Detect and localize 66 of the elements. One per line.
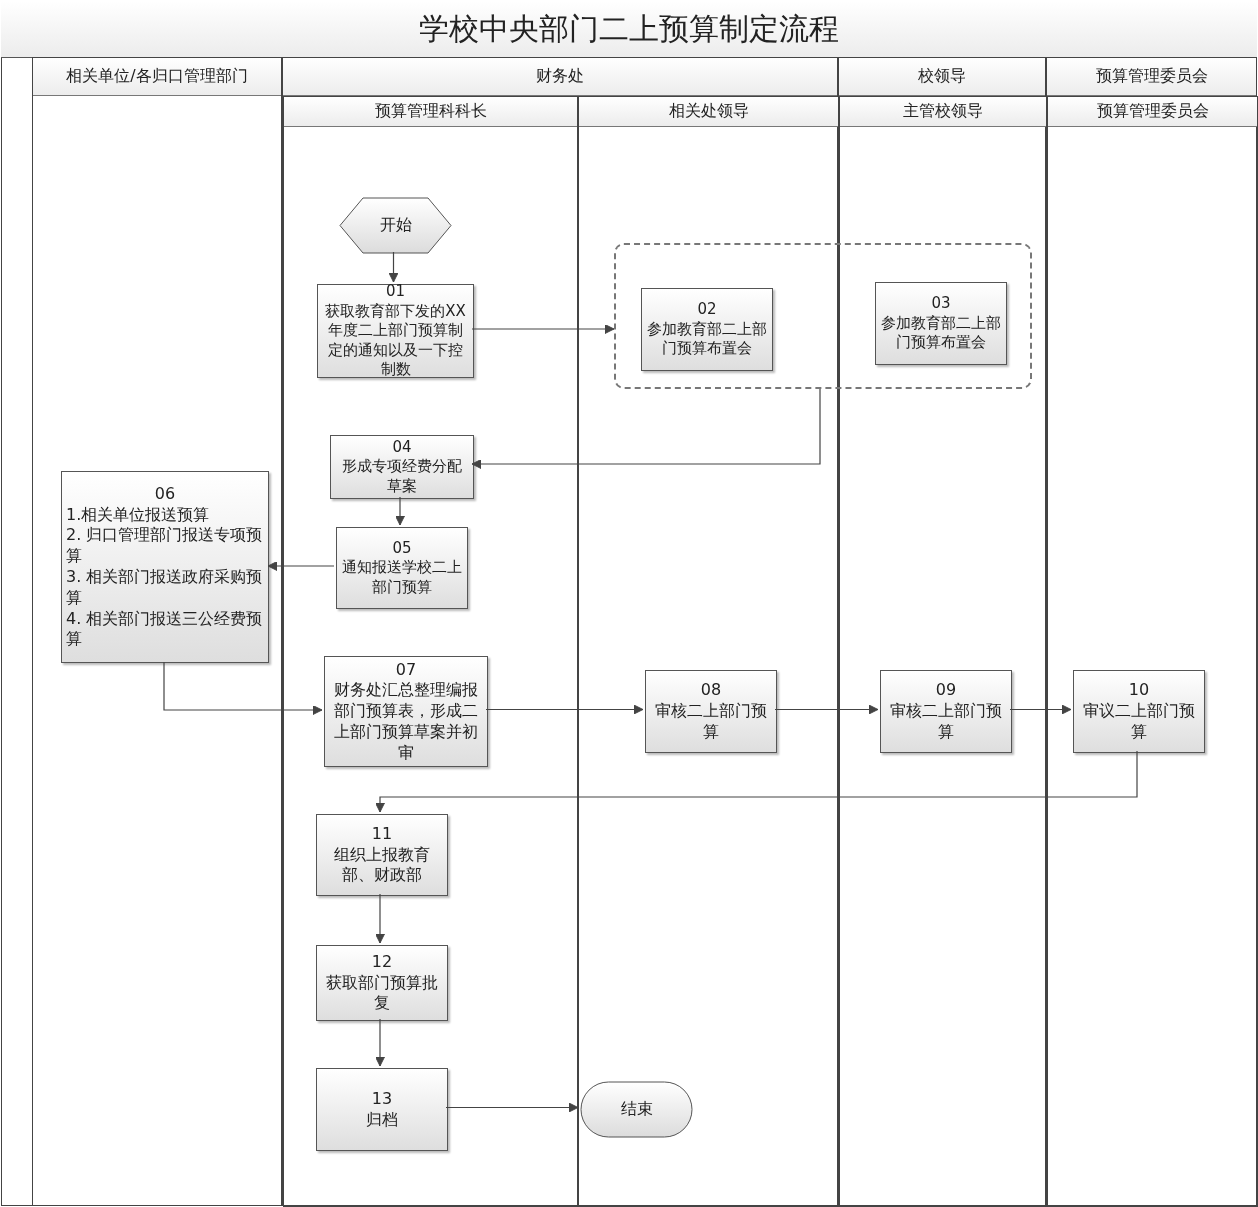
step-number: 02 xyxy=(697,300,717,320)
step-text: 审核二上部门预算 xyxy=(889,701,1003,743)
step-number: 01 xyxy=(385,282,406,302)
step-text: 参加教育部二上部门预算布置会 xyxy=(646,319,768,359)
step-text: 参加教育部二上部门预算布置会 xyxy=(880,313,1002,353)
list-item: 3. 相关部门报送政府采购预算 xyxy=(66,567,264,609)
step-text: 组织上报教育部、财政部 xyxy=(333,844,431,887)
step-text: 获取部门预算批复 xyxy=(325,972,439,1015)
step-number: 07 xyxy=(395,659,417,681)
arrow xyxy=(395,496,405,526)
step-number: 08 xyxy=(700,680,722,702)
process-box xyxy=(1073,670,1205,753)
arrow xyxy=(485,704,644,715)
process-box xyxy=(317,284,474,378)
sub-lane xyxy=(283,96,578,1207)
process-box xyxy=(336,527,468,609)
arrow xyxy=(375,1018,385,1067)
process-box xyxy=(880,670,1012,753)
terminal-label: 开始 xyxy=(379,215,412,236)
step-text: 审议二上部门预算 xyxy=(1082,701,1196,743)
arrow xyxy=(471,388,821,469)
step-number: 06 xyxy=(154,483,176,505)
process-box xyxy=(641,288,773,371)
lane-header: 预算管理委员会 xyxy=(1048,97,1257,127)
process-box xyxy=(324,656,488,767)
list-item: 2. 归口管理部门报送专项预算 xyxy=(66,525,264,567)
arrow xyxy=(471,324,615,334)
arrow xyxy=(375,750,1138,813)
arrow xyxy=(375,893,385,944)
title: 学校中央部门二上预算制定流程 xyxy=(1,1,1257,58)
process-box xyxy=(61,471,269,663)
arrow xyxy=(163,661,323,715)
arrow xyxy=(388,251,399,283)
arrow xyxy=(267,561,335,571)
end-terminal xyxy=(580,1081,693,1138)
step-text: 财务处汇总整理编报部门预算表，形成二上部门预算草案并初审 xyxy=(333,680,479,764)
arrow xyxy=(1009,704,1072,715)
list-item: 1.相关单位报送预算 xyxy=(66,504,210,526)
step-number: 12 xyxy=(371,951,393,973)
lane-header: 主管校领导 xyxy=(840,97,1046,127)
terminal-label: 结束 xyxy=(620,1099,653,1120)
step-number: 10 xyxy=(1128,680,1150,702)
start-hexagon xyxy=(339,197,452,254)
step-number: 09 xyxy=(935,680,957,702)
swimlane xyxy=(32,57,282,1206)
step-number: 13 xyxy=(371,1088,393,1110)
process-box xyxy=(330,435,474,499)
step-text: 获取教育部下发的XX年度二上部门预算制定的通知以及一下控制数 xyxy=(324,301,467,380)
step-text: 通知报送学校二上部门预算 xyxy=(341,558,463,598)
list-item: 4. 相关部门报送三公经费预算 xyxy=(66,608,264,651)
process-box xyxy=(316,814,448,896)
process-box xyxy=(316,945,448,1021)
process-box xyxy=(875,282,1007,365)
step-number: 03 xyxy=(931,294,951,314)
step-text: 归档 xyxy=(366,1109,398,1131)
arrow xyxy=(445,1102,579,1113)
lane-header: 相关处领导 xyxy=(579,97,838,127)
step-text: 审核二上部门预算 xyxy=(654,701,768,743)
step-number: 05 xyxy=(392,538,412,559)
step-text: 形成专项经费分配草案 xyxy=(341,457,463,497)
step-number: 11 xyxy=(371,823,393,845)
arrow xyxy=(774,704,879,715)
swimlane xyxy=(282,57,838,1206)
process-box xyxy=(645,670,777,753)
step-number: 04 xyxy=(392,437,412,458)
process-box xyxy=(316,1068,448,1151)
